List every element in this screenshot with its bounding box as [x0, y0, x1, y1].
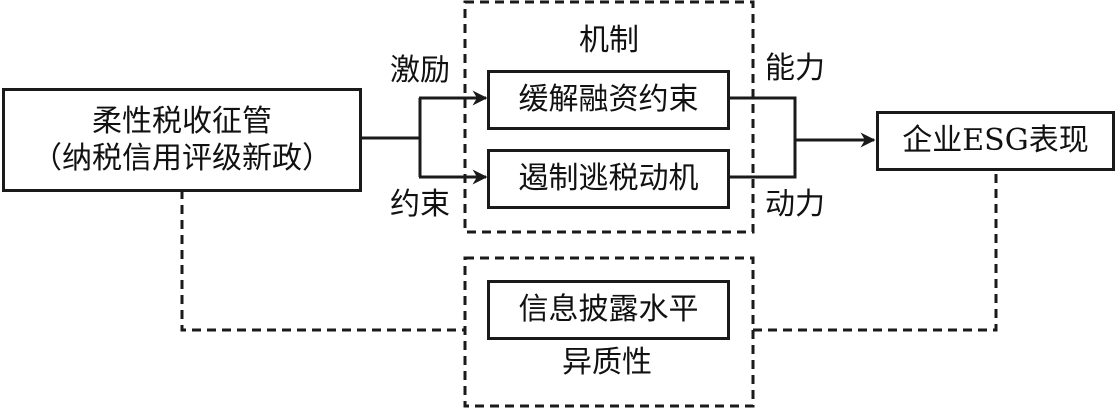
mechanism-tax-evasion-label: 遏制逃税动机 — [518, 161, 699, 197]
source-to-heterogeneity-connector — [180, 190, 465, 332]
heterogeneity-group-frame — [463, 256, 755, 408]
heterogeneity-to-outcome-connector — [753, 170, 998, 332]
mechanism-tax-evasion-box: 遏制逃税动机 — [487, 149, 730, 209]
edge-label-capability: 能力 — [765, 51, 825, 86]
edge-label-motivation: 动力 — [765, 187, 825, 222]
outcome-esg-label: 企业ESG表现 — [902, 123, 1089, 159]
heterogeneity-disclosure-box: 信息披露水平 — [487, 280, 730, 340]
mechanism-group-frame — [463, 0, 755, 234]
edge-label-incentive: 激励 — [390, 53, 450, 88]
source-policy-box: 柔性税收征管 （纳税信用评级新政） — [2, 88, 362, 192]
mechanism-financing-label: 缓解融资约束 — [518, 82, 699, 118]
outcome-esg-box: 企业ESG表现 — [876, 111, 1115, 171]
source-policy-title: 柔性税收征管 — [92, 103, 272, 139]
mechanism-group-label: 机制 — [579, 23, 639, 58]
heterogeneity-disclosure-label: 信息披露水平 — [518, 292, 699, 328]
source-policy-subtitle: （纳税信用评级新政） — [32, 141, 332, 176]
edge-label-constraint: 约束 — [390, 187, 450, 222]
mechanism-merge-line — [729, 96, 797, 179]
heterogeneity-group-label: 异质性 — [562, 345, 652, 380]
mechanism-financing-box: 缓解融资约束 — [487, 70, 730, 130]
